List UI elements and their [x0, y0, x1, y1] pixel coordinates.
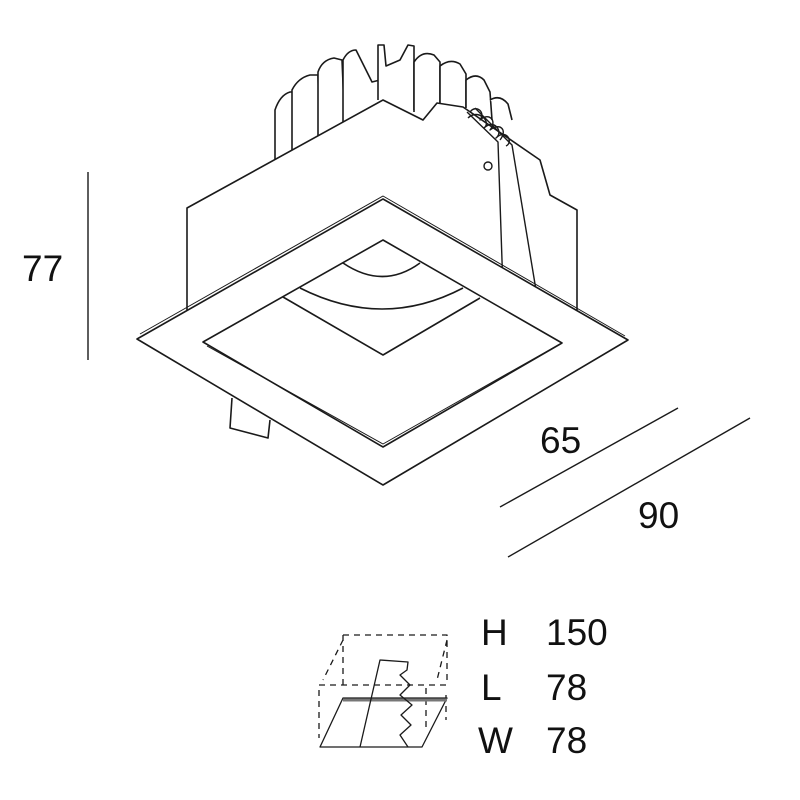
outer-width-dimension-line: [507, 417, 751, 558]
cutout-label-w: W: [478, 720, 513, 761]
flange-outer: [136, 198, 629, 486]
heatsink-fins: [274, 44, 513, 160]
flange-edge: [139, 195, 626, 337]
mounting-tab: [229, 397, 271, 439]
cutout-value-l: 78: [546, 667, 588, 708]
cutout-label-l: L: [481, 667, 502, 708]
inner-width-dimension-label: 65: [540, 420, 582, 461]
outer-width-dimension-label: 90: [638, 495, 680, 536]
reflector-arc-top: [342, 262, 421, 278]
cutout-value-h: 150: [546, 612, 608, 653]
spring-clip: [466, 107, 537, 291]
reflector-arc-bottom: [299, 287, 464, 310]
reflector-edge: [282, 296, 481, 356]
cutout-value-w: 78: [546, 720, 588, 761]
cutout-icon: [318, 634, 448, 748]
opening-bevel: [206, 344, 559, 445]
flange-opening: [202, 239, 563, 448]
cutout-label-h: H: [481, 612, 508, 653]
height-dimension-label: 77: [22, 248, 64, 289]
inner-width-dimension-line: [499, 407, 679, 508]
